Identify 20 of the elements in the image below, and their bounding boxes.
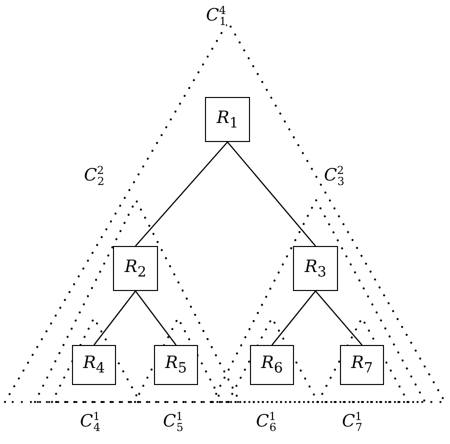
region-box: [154, 345, 198, 385]
region-label: R$_{3}$: [304, 256, 326, 280]
region-box: [205, 97, 250, 142]
connector-line: [315, 290, 362, 346]
region-box: [250, 345, 294, 385]
region-label: R$_{4}$: [83, 353, 105, 377]
connector-line: [94, 290, 136, 346]
region-box: [293, 246, 338, 291]
region-label: R$_{1}$: [216, 108, 238, 132]
region-label: R$_{6}$: [261, 353, 283, 377]
region-box: [72, 345, 116, 385]
region-label: R$_{7}$: [351, 353, 373, 377]
connector-line: [135, 290, 176, 346]
region-label: R$_{5}$: [165, 353, 187, 377]
region-box: [113, 246, 158, 291]
region-label: R$_{2}$: [124, 256, 146, 280]
connector-line: [135, 142, 228, 246]
connector-line: [272, 290, 316, 346]
connector-line: [227, 142, 316, 246]
region-box: [340, 345, 384, 385]
